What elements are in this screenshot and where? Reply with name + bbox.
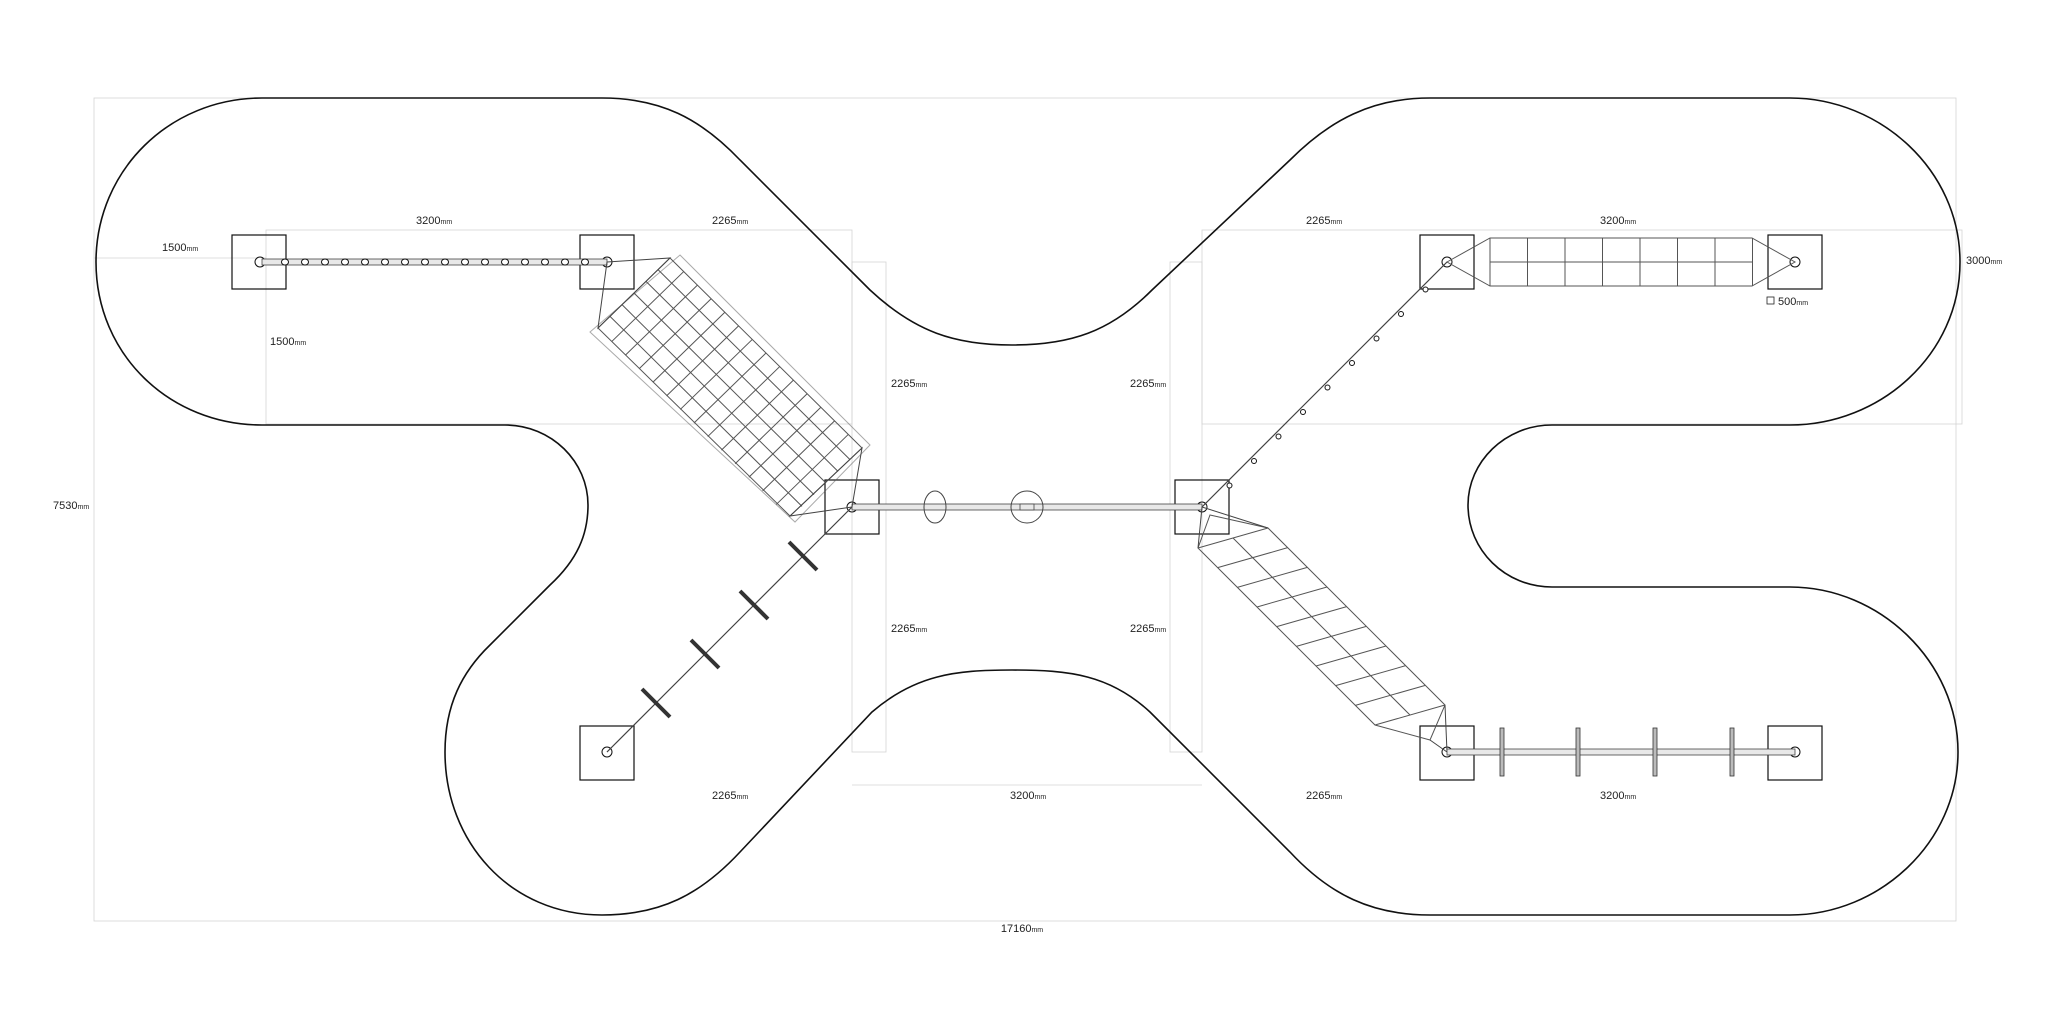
rope-knot	[481, 258, 489, 266]
dim-right-offset: 3000mm	[1966, 255, 2002, 267]
net-strand	[621, 304, 815, 496]
rope-bead	[1373, 335, 1380, 342]
traverse-bar	[1499, 727, 1505, 777]
ring-icon	[923, 490, 947, 524]
dim-overall-height: 7530mm	[53, 500, 89, 512]
rung-ladder-bottom-left	[606, 506, 853, 753]
rope-knot	[441, 258, 449, 266]
rope-knot	[341, 258, 349, 266]
net-strand	[609, 315, 803, 507]
bead-rope-top-right	[1201, 261, 1448, 508]
rope-knot	[421, 258, 429, 266]
rope-knot	[381, 258, 389, 266]
rung-bar	[787, 540, 819, 572]
dim-left-margin-v: 1500mm	[270, 336, 306, 348]
rung-bar	[689, 638, 721, 670]
rope-knot	[361, 258, 369, 266]
rope-knot	[301, 258, 309, 266]
rope-bead	[1275, 433, 1282, 440]
rope-knot	[401, 258, 409, 266]
dim-top-left-diag: 2265mm	[712, 215, 748, 227]
rope-bead	[1422, 286, 1429, 293]
dim-right-lower-v: 2265mm	[1130, 623, 1166, 635]
net-strand	[645, 280, 839, 472]
bar-traverse-bottom-right	[1446, 727, 1796, 777]
rope-knot	[321, 258, 329, 266]
rope-knot	[281, 258, 289, 266]
dim-bottom-right-span: 3200mm	[1600, 790, 1636, 802]
dim-top-right-span: 3200mm	[1600, 215, 1636, 227]
rope-knot	[581, 258, 589, 266]
rung-bar	[640, 687, 672, 719]
rope-bead	[1226, 482, 1233, 489]
dimension-labels: 17160mm 7530mm 3200mm 2265mm 2265mm 3200…	[53, 215, 2002, 935]
rope-bead	[1324, 384, 1331, 391]
dim-left-margin-h: 1500mm	[162, 242, 198, 254]
net-strand	[633, 292, 827, 484]
rope-bridge-center	[851, 490, 1203, 524]
dim-left-upper-v: 2265mm	[891, 378, 927, 390]
dim-bottom-left-diag: 2265mm	[712, 790, 748, 802]
post-bottom-left	[579, 725, 635, 781]
climbing-net-left	[589, 254, 871, 523]
rope-knot	[561, 258, 569, 266]
dim-top-right-diag: 2265mm	[1306, 215, 1342, 227]
rope-bead	[1251, 458, 1257, 464]
dim-bottom-right-diag: 2265mm	[1306, 790, 1342, 802]
dim-bottom-center-span: 3200mm	[1010, 790, 1046, 802]
dim-right-upper-v: 2265mm	[1130, 378, 1166, 390]
post-size-square-icon	[1766, 296, 1775, 305]
dim-post-size: 500mm	[1778, 296, 1808, 308]
traverse-bar	[1575, 727, 1581, 777]
post-top-right-inner	[1419, 234, 1475, 290]
rope-bead	[1398, 311, 1404, 317]
rope-bead	[1300, 409, 1306, 415]
disc-swing-icon	[1010, 490, 1044, 524]
rope-bead	[1349, 360, 1355, 366]
dim-left-lower-v: 2265mm	[891, 623, 927, 635]
rope-knot	[521, 258, 529, 266]
play-area-boundary	[95, 97, 1961, 916]
rope-knot	[461, 258, 469, 266]
right-frame-guide	[1201, 229, 1963, 425]
traverse-bar	[1652, 727, 1658, 777]
dim-overall-width: 17160mm	[1001, 923, 1043, 935]
rung-bar	[738, 589, 770, 621]
rope-traverse-top-left	[261, 258, 608, 266]
traverse-bar	[1729, 727, 1735, 777]
net-strand	[657, 269, 851, 461]
dim-top-left-span: 3200mm	[416, 215, 452, 227]
overall-extent-guide	[93, 97, 1957, 922]
plank-bridge-bottom-right	[1197, 506, 1448, 753]
rope-knot	[501, 258, 509, 266]
rope-knot	[541, 258, 549, 266]
plank-divider	[1232, 537, 1411, 716]
ladder-bridge-top-right	[1445, 237, 1797, 287]
post-top-right-outer	[1767, 234, 1823, 290]
